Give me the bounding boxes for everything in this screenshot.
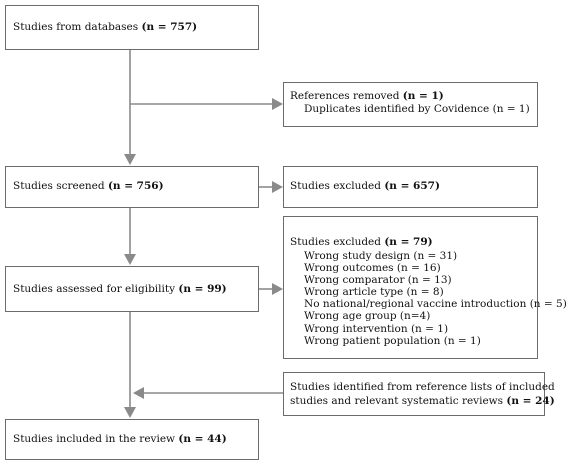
exclusion-reason: Wrong intervention (n = 1): [304, 322, 449, 335]
arrowhead-removed: [272, 98, 283, 110]
databases-count: (n = 757): [141, 21, 198, 33]
exclusion-reasons-list: Wrong study design (n = 31) Wrong outcom…: [304, 250, 567, 347]
box-excluded-eligibility: [283, 216, 538, 359]
box-excluded-screening: [283, 166, 538, 208]
box-removed: [283, 82, 538, 127]
exclusion-reason: No national/regional vaccine introductio…: [304, 298, 567, 311]
removed-detail: Duplicates identified by Covidence (n = …: [304, 103, 530, 115]
eligibility-label: Studies assessed for eligibility (n = 99…: [13, 283, 227, 297]
included-text: Studies included in the review: [13, 433, 179, 445]
arrowhead-included: [124, 407, 136, 418]
databases-label: Studies from databases (n = 757): [13, 21, 197, 35]
exclusion-reason: Wrong patient population (n = 1): [304, 334, 481, 347]
box-eligibility: [5, 266, 259, 312]
included-label: Studies included in the review (n = 44): [13, 433, 227, 447]
box-screened: [5, 166, 259, 208]
eligibility-text: Studies assessed for eligibility: [13, 283, 179, 295]
eligibility-count: (n = 99): [178, 283, 227, 295]
reference-lists-count: (n = 24): [506, 395, 555, 407]
removed-label: References removed (n = 1): [290, 90, 444, 104]
excluded-eligibility-label: Studies excluded (n = 79): [290, 236, 433, 250]
exclusion-reason: Wrong age group (n=4): [304, 310, 431, 323]
box-databases: [5, 5, 259, 50]
arrowhead-screened: [124, 154, 136, 165]
screened-text: Studies screened: [13, 180, 108, 192]
excluded-eligibility-text: Studies excluded: [290, 236, 385, 248]
included-count: (n = 44): [178, 433, 227, 445]
exclusion-reason: Wrong study design (n = 31): [304, 250, 458, 262]
removed-count: (n = 1): [402, 90, 444, 102]
exclusion-reason: Wrong comparator (n = 13): [304, 274, 452, 287]
excluded-eligibility-count: (n = 79): [384, 236, 433, 248]
screened-label: Studies screened (n = 756): [13, 180, 164, 194]
databases-text: Studies from databases: [13, 21, 142, 33]
box-reference-lists: [283, 372, 545, 416]
exclusion-reason: Wrong article type (n = 8): [304, 286, 444, 299]
box-included: [5, 419, 259, 460]
flow-arrows: [124, 50, 283, 418]
excluded-screening-label: Studies excluded (n = 657): [290, 180, 440, 194]
arrowhead-eligibility: [124, 254, 136, 265]
arrowhead-reference: [133, 387, 144, 399]
reference-lists-text: studies and relevant systematic reviews: [290, 395, 507, 407]
removed-text: References removed: [290, 90, 403, 102]
exclusion-reason: Wrong outcomes (n = 16): [304, 262, 441, 275]
arrowhead-excluded-screen: [272, 181, 283, 193]
reference-lists-line2: studies and relevant systematic reviews …: [290, 395, 555, 409]
excluded-screening-text: Studies excluded: [290, 180, 385, 192]
reference-lists-line1: Studies identified from reference lists …: [290, 381, 555, 393]
arrowhead-excluded-elig: [272, 283, 283, 295]
screened-count: (n = 756): [107, 180, 164, 192]
excluded-screening-count: (n = 657): [384, 180, 440, 192]
